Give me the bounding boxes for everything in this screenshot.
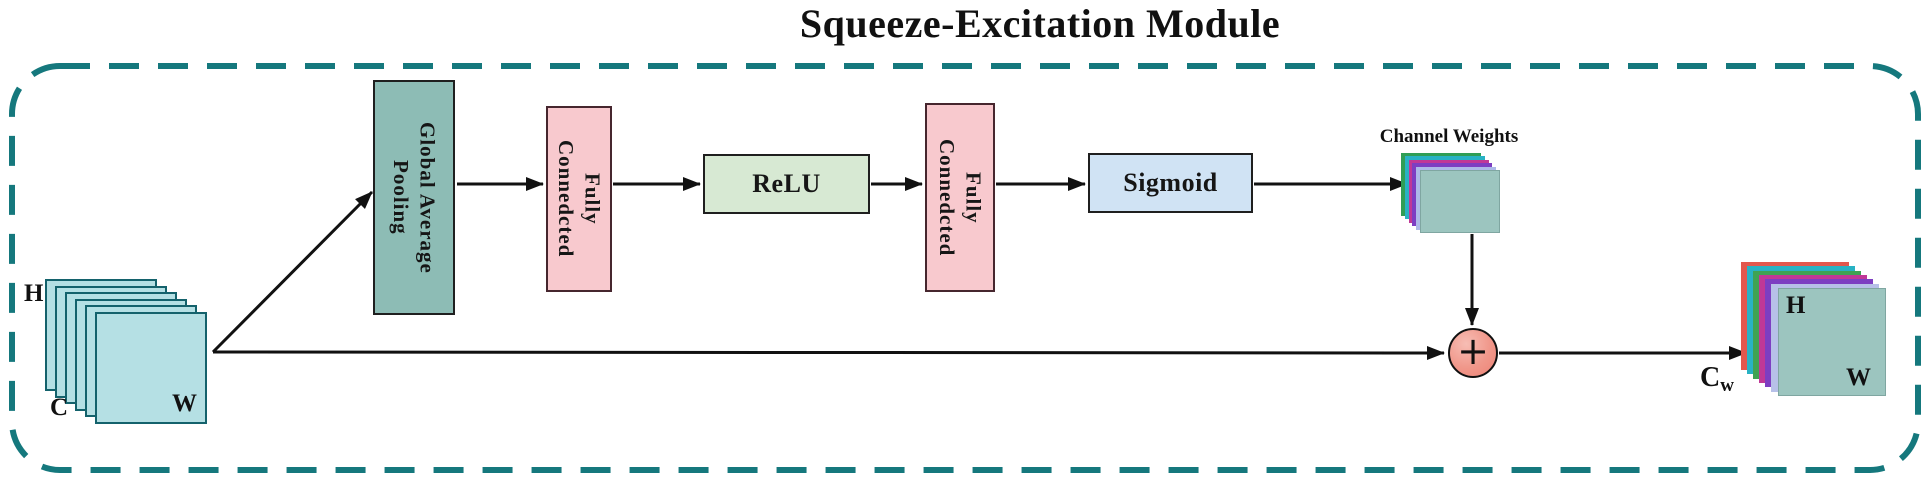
dashed-module-border <box>9 63 1921 473</box>
fully-connected-block-1: Fully Connedcted <box>546 106 612 292</box>
diagram-title: Squeeze-Excitation Module <box>799 1 1281 46</box>
scale-operator: + <box>1448 328 1498 378</box>
relu-block: ReLU <box>703 154 870 214</box>
arrow-input-to-plus <box>212 345 1445 360</box>
plus-symbol: + <box>1457 329 1489 373</box>
input-height-label: H <box>24 280 44 307</box>
sigmoid-block: Sigmoid <box>1088 153 1253 213</box>
input-width-label: W <box>172 390 197 417</box>
arrow-input-to-gap <box>211 190 374 354</box>
global-average-pooling-block: Global Average Pooling <box>373 80 455 315</box>
relu-label: ReLU <box>752 169 821 198</box>
output-channel-label: Cw <box>1700 362 1734 396</box>
fully-connected-1-label: Fully Connedcted <box>554 140 605 258</box>
output-width-label: W <box>1846 364 1871 391</box>
input-channel-label: C <box>50 394 69 421</box>
fully-connected-block-2: Fully Connedcted <box>925 103 995 292</box>
output-layer <box>1778 288 1886 396</box>
weight-layer <box>1420 170 1500 233</box>
feature-map-layer <box>95 312 207 424</box>
global-average-pooling-label: Global Average Pooling <box>389 121 440 274</box>
fully-connected-2-label: Fully Connedcted <box>935 138 986 257</box>
channel-weights-label: Channel Weights <box>1379 126 1519 147</box>
sigmoid-label: Sigmoid <box>1123 168 1218 197</box>
output-height-label: H <box>1786 292 1806 319</box>
